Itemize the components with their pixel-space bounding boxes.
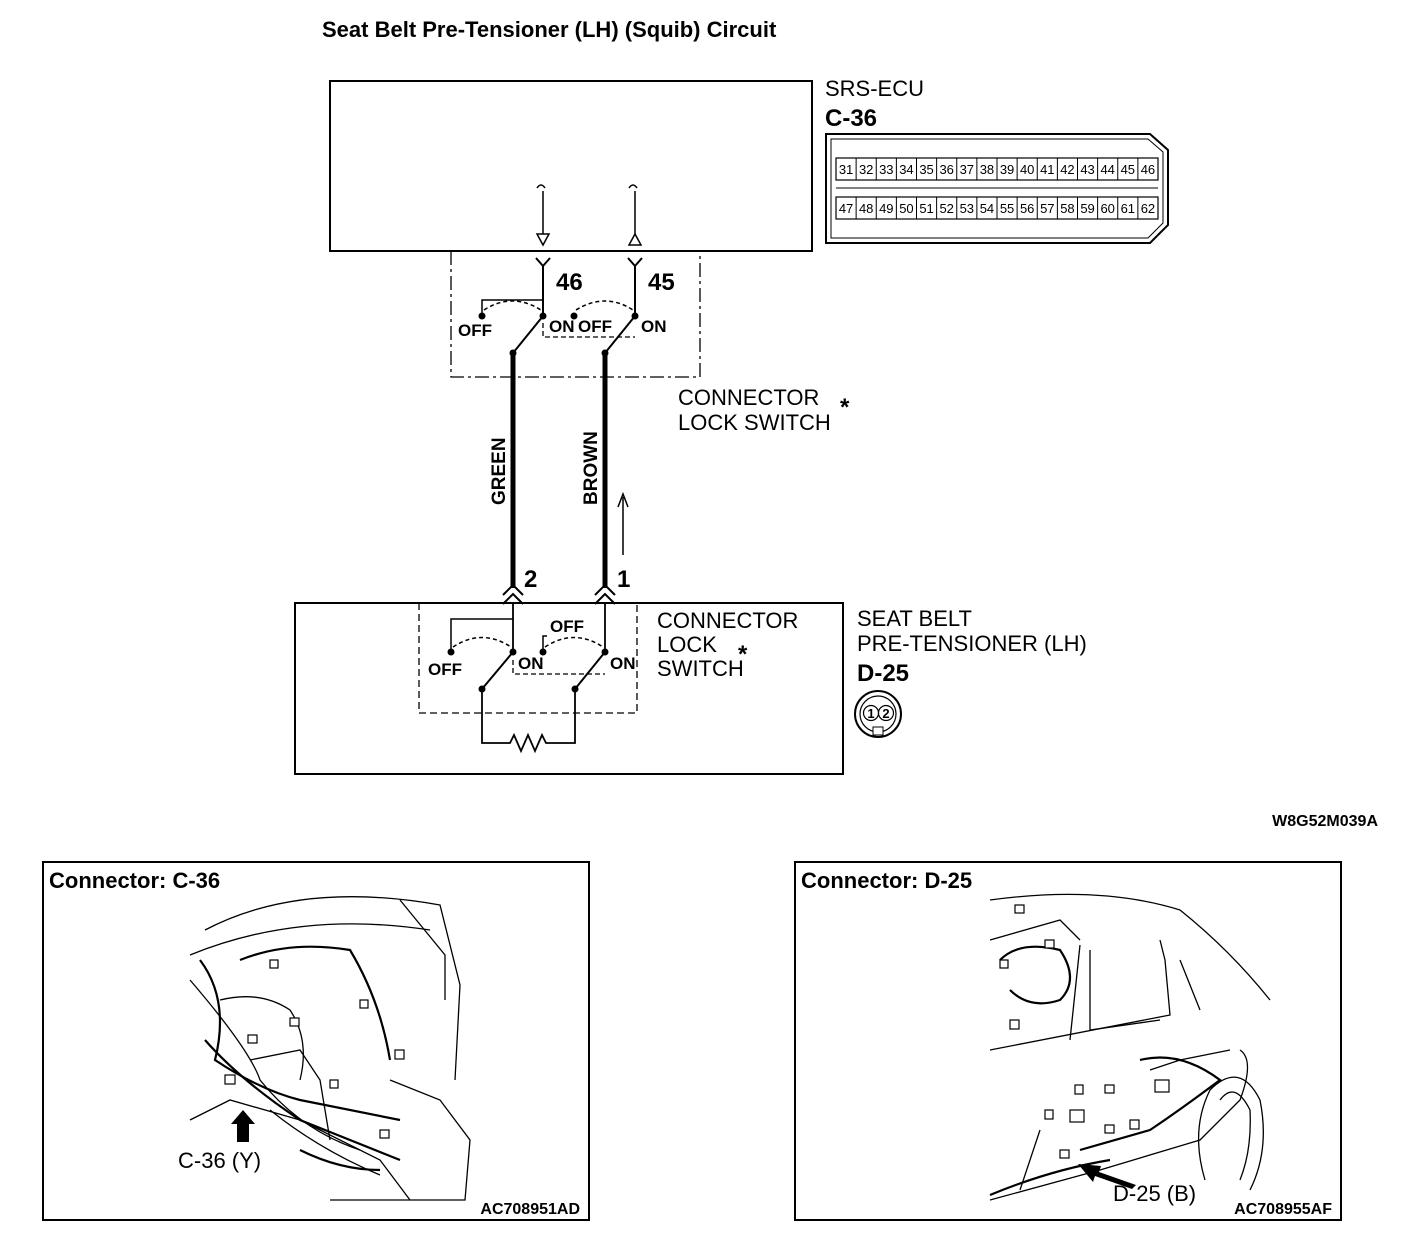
- panel-d25-callout: D-25 (B): [1113, 1181, 1196, 1206]
- ecu-name: SRS-ECU: [825, 76, 924, 101]
- svg-text:1: 1: [867, 706, 874, 721]
- c36-pin-50: 50: [899, 201, 913, 216]
- c36-pin-53: 53: [960, 201, 974, 216]
- top-left-lock-switch: OFF ON: [458, 299, 575, 357]
- c36-pin-42: 42: [1060, 162, 1074, 177]
- c36-pin-51: 51: [919, 201, 933, 216]
- diagram-title: Seat Belt Pre-Tensioner (LH) (Squib) Cir…: [322, 17, 777, 42]
- c36-pin-48: 48: [859, 201, 873, 216]
- c36-pin-54: 54: [980, 201, 994, 216]
- diagram-code: W8G52M039A: [1272, 813, 1378, 830]
- c36-pin-45: 45: [1121, 162, 1135, 177]
- svg-text:2: 2: [882, 706, 889, 721]
- bottom-lock-switch-line2: LOCK: [657, 632, 717, 657]
- c36-pin-32: 32: [859, 162, 873, 177]
- bottom-right-lock-switch: OFF ON: [539, 617, 636, 693]
- ecu-terminal-46: 46: [556, 269, 583, 296]
- c36-pin-31: 31: [839, 162, 853, 177]
- c36-pin-41: 41: [1040, 162, 1054, 177]
- squib-resistor: [481, 689, 576, 754]
- c36-pin-34: 34: [899, 162, 913, 177]
- c36-pin-47: 47: [839, 201, 853, 216]
- panel-c36-heading: Connector: C-36: [49, 868, 220, 893]
- svg-text:ON: ON: [641, 317, 667, 336]
- c36-arrow: [231, 1110, 255, 1142]
- panel-d25-code: AC708955AF: [1234, 1201, 1332, 1218]
- c36-pin-38: 38: [980, 162, 994, 177]
- c36-pin-61: 61: [1121, 201, 1135, 216]
- panel-d25-heading: Connector: D-25: [801, 868, 972, 893]
- c36-pin-60: 60: [1100, 201, 1114, 216]
- wire-color-brown: BROWN: [581, 431, 602, 505]
- d25-arrow: [1078, 1164, 1136, 1189]
- bottom-left-lock-switch: OFF ON: [428, 618, 544, 693]
- c36-pin-58: 58: [1060, 201, 1074, 216]
- svg-text:ON: ON: [518, 654, 544, 673]
- ecu-terminal-45: 45: [648, 269, 675, 296]
- svg-text:ON: ON: [610, 654, 636, 673]
- pretensioner-line1: SEAT BELT: [857, 606, 972, 631]
- c36-pin-37: 37: [960, 162, 974, 177]
- top-lock-switch-line1: CONNECTOR: [678, 385, 819, 410]
- c36-pin-46: 46: [1141, 162, 1155, 177]
- panel-connector-c36: Connector: C-36 C-36 (Y) AC708951AD: [42, 861, 590, 1221]
- panel-c36-code: AC708951AD: [480, 1201, 580, 1218]
- c36-pin-59: 59: [1080, 201, 1094, 216]
- svg-text:OFF: OFF: [578, 317, 612, 336]
- svg-text:ON: ON: [549, 317, 575, 336]
- srs-ecu-box: [329, 80, 813, 252]
- c36-pin-35: 35: [919, 162, 933, 177]
- c36-pin-55: 55: [1000, 201, 1014, 216]
- svg-text:OFF: OFF: [550, 617, 584, 636]
- c36-pin-57: 57: [1040, 201, 1054, 216]
- panel-connector-d25: Connector: D-25 D-25: [794, 861, 1342, 1221]
- pretensioner-line2: PRE-TENSIONER (LH): [857, 631, 1087, 656]
- bottom-lock-switch-line1: CONNECTOR: [657, 608, 798, 633]
- c36-pin-52: 52: [939, 201, 953, 216]
- top-lock-switch-asterisk: *: [840, 394, 850, 421]
- d25-connector-face: 1 2: [854, 690, 902, 738]
- top-lock-switch-line2: LOCK SWITCH: [678, 410, 831, 435]
- c36-pin-49: 49: [879, 201, 893, 216]
- top-right-lock-switch: OFF ON: [570, 300, 667, 357]
- bottom-lock-switch-line3: SWITCH: [657, 656, 744, 681]
- c36-pin-44: 44: [1100, 162, 1114, 177]
- svg-text:OFF: OFF: [428, 660, 462, 679]
- c36-pin-40: 40: [1020, 162, 1034, 177]
- c36-pin-43: 43: [1080, 162, 1094, 177]
- bottom-lock-switch-asterisk: *: [738, 641, 748, 668]
- c36-pin-36: 36: [939, 162, 953, 177]
- pretensioner-connector-id: D-25: [857, 660, 909, 687]
- pretensioner-terminal-2: 2: [524, 566, 537, 593]
- ecu-connector-id: C-36: [825, 105, 877, 132]
- c36-pin-56: 56: [1020, 201, 1034, 216]
- wire-color-green: GREEN: [489, 437, 510, 505]
- c36-pin-33: 33: [879, 162, 893, 177]
- pretensioner-terminal-1: 1: [617, 566, 630, 593]
- c36-connector-face: 31 32 33 34 35 36 37 38 39 40 41 42 43 44 45 46 47 48 49 5…: [825, 133, 1169, 244]
- c36-pin-62: 62: [1141, 201, 1155, 216]
- panel-c36-callout: C-36 (Y): [178, 1148, 261, 1173]
- svg-text:OFF: OFF: [458, 321, 492, 340]
- c36-pin-39: 39: [1000, 162, 1014, 177]
